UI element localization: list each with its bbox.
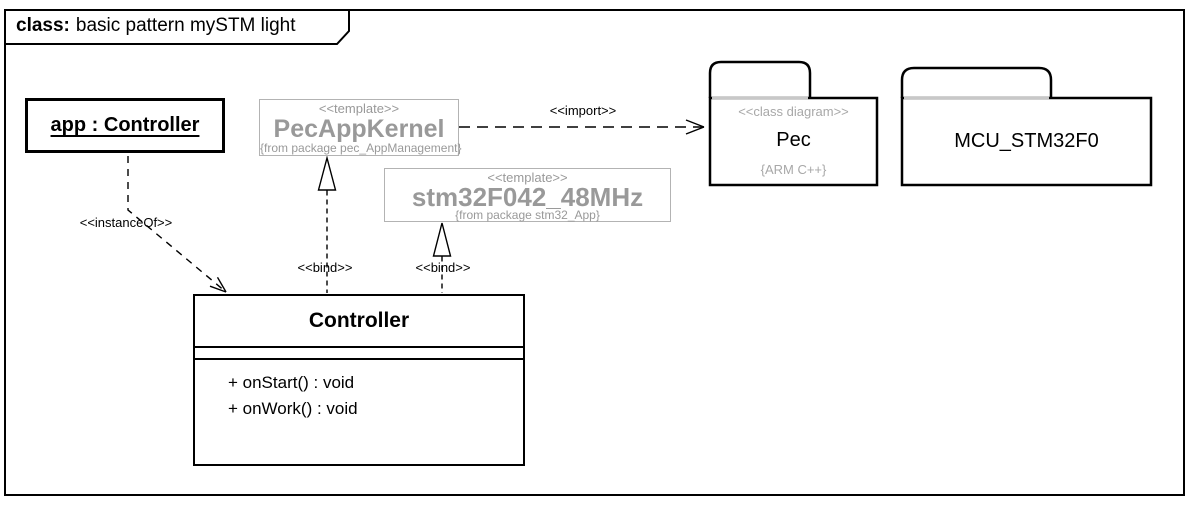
- pecappkernel-name: PecAppKernel: [273, 115, 445, 143]
- pec-package-shape: [708, 60, 879, 187]
- bind-right-edge-label: <<bind>>: [415, 260, 471, 275]
- controller-operations-compartment: + onStart() : void + onWork() : void: [195, 360, 523, 422]
- pecappkernel-origin: {from package pec_AppManagement}: [260, 141, 462, 155]
- controller-operation: + onWork() : void: [228, 399, 358, 418]
- pec-package-tag: {ARM C++}: [760, 162, 827, 177]
- stm32-origin: {from package stm32_App}: [455, 208, 600, 222]
- template-class-stm32: <<template>> stm32F042_48MHz {from packa…: [384, 168, 671, 222]
- controller-operation: + onStart() : void: [228, 373, 355, 392]
- instance-label: app : Controller: [50, 114, 200, 136]
- pecappkernel-stereotype: <<template>>: [318, 101, 400, 116]
- instanceof-edge: [127, 156, 227, 293]
- pec-package-stereotype: <<class diagram>>: [738, 104, 849, 119]
- stm32-stereotype: <<template>>: [487, 170, 568, 185]
- mcu-package-name: MCU_STM32F0: [954, 130, 1099, 152]
- import-edge: [459, 119, 705, 135]
- stm32-name: stm32F042_48MHz: [411, 182, 644, 212]
- bind-left-triangle-arrowhead: [317, 155, 337, 191]
- instanceof-arrowhead: [216, 276, 227, 293]
- bind-edge-left: [317, 155, 337, 293]
- instanceof-edge-label: <<instanceOf>>: [79, 215, 173, 230]
- mcu-package-shape: [900, 66, 1153, 187]
- bind-left-edge-label: <<bind>>: [297, 260, 353, 275]
- class-box-controller: Controller + onStart() : void + onWork()…: [193, 294, 525, 466]
- controller-class-name: Controller: [195, 296, 523, 348]
- diagram-frame-border: [4, 9, 1185, 496]
- instance-box-app-controller: app : Controller: [25, 98, 225, 153]
- template-class-pecappkernel: <<template>> PecAppKernel {from package …: [259, 99, 462, 156]
- bind-right-triangle-arrowhead: [432, 222, 452, 257]
- frame-title-keyword: class:: [16, 15, 70, 36]
- controller-attributes-compartment: [195, 348, 523, 360]
- bind-edge-right: [432, 222, 452, 293]
- frame-title-text: basic pattern mySTM light: [75, 15, 296, 36]
- frame-title: class:basic pattern mySTM light: [16, 15, 296, 37]
- import-edge-label: <<import>>: [549, 103, 617, 118]
- import-arrowhead: [685, 119, 705, 128]
- frame-title-tab-shape: [4, 9, 350, 45]
- pec-package-name: Pec: [776, 129, 811, 151]
